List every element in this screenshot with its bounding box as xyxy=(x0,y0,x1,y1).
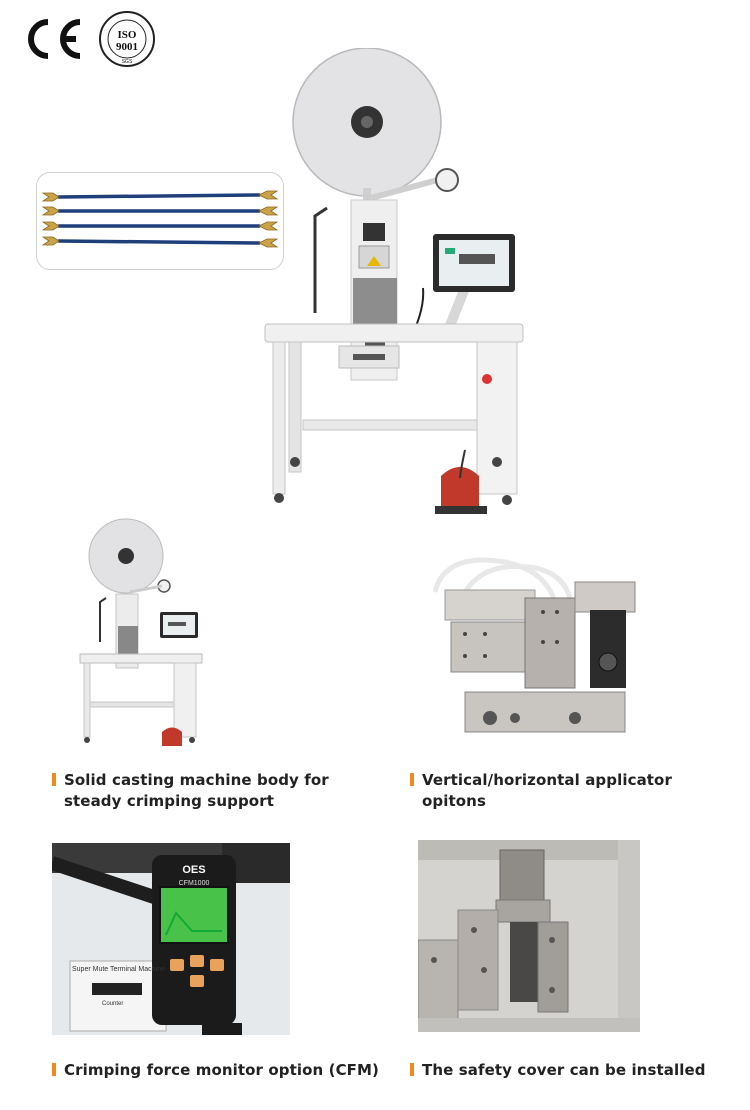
iso-number: 9001 xyxy=(116,41,138,53)
wire-samples-image xyxy=(41,190,279,248)
iso-9001-logo: ISO 9001 SGS xyxy=(99,11,155,67)
hero-machine-image xyxy=(264,48,524,514)
caption-safety-cover: The safety cover can be installed xyxy=(410,1060,740,1081)
caption-text: The safety cover can be installed xyxy=(422,1061,706,1079)
crimp-force-monitor-image: OES CFM1000 Super Mute Terminal Machine … xyxy=(52,843,290,1035)
wire-samples-inset xyxy=(36,172,284,270)
monitor-brand: OES xyxy=(182,864,205,876)
applicator-image xyxy=(432,557,636,733)
safety-cover-image xyxy=(418,840,640,1032)
caption-accent-bar xyxy=(410,1063,414,1076)
caption-accent-bar xyxy=(52,1063,56,1076)
ce-mark-logo xyxy=(28,19,81,59)
caption-text: Vertical/horizontal applicator opitons xyxy=(422,771,672,810)
panel-label: Super Mute Terminal Machine xyxy=(72,966,165,973)
iso-sub: SGS xyxy=(122,59,133,65)
caption-text: Crimping force monitor option (CFM) xyxy=(64,1061,380,1079)
caption-accent-bar xyxy=(52,773,56,786)
counter-label: Counter xyxy=(102,1001,123,1007)
iso-title: ISO xyxy=(118,29,137,41)
caption-accent-bar xyxy=(410,773,414,786)
machine-overview-image xyxy=(79,518,203,746)
caption-machine-body: Solid casting machine body for steady cr… xyxy=(52,770,352,812)
caption-cfm: Crimping force monitor option (CFM) xyxy=(52,1060,382,1081)
monitor-model: CFM1000 xyxy=(179,880,210,887)
caption-applicator: Vertical/horizontal applicator opitons xyxy=(410,770,740,812)
caption-text: Solid casting machine body for steady cr… xyxy=(64,771,329,810)
